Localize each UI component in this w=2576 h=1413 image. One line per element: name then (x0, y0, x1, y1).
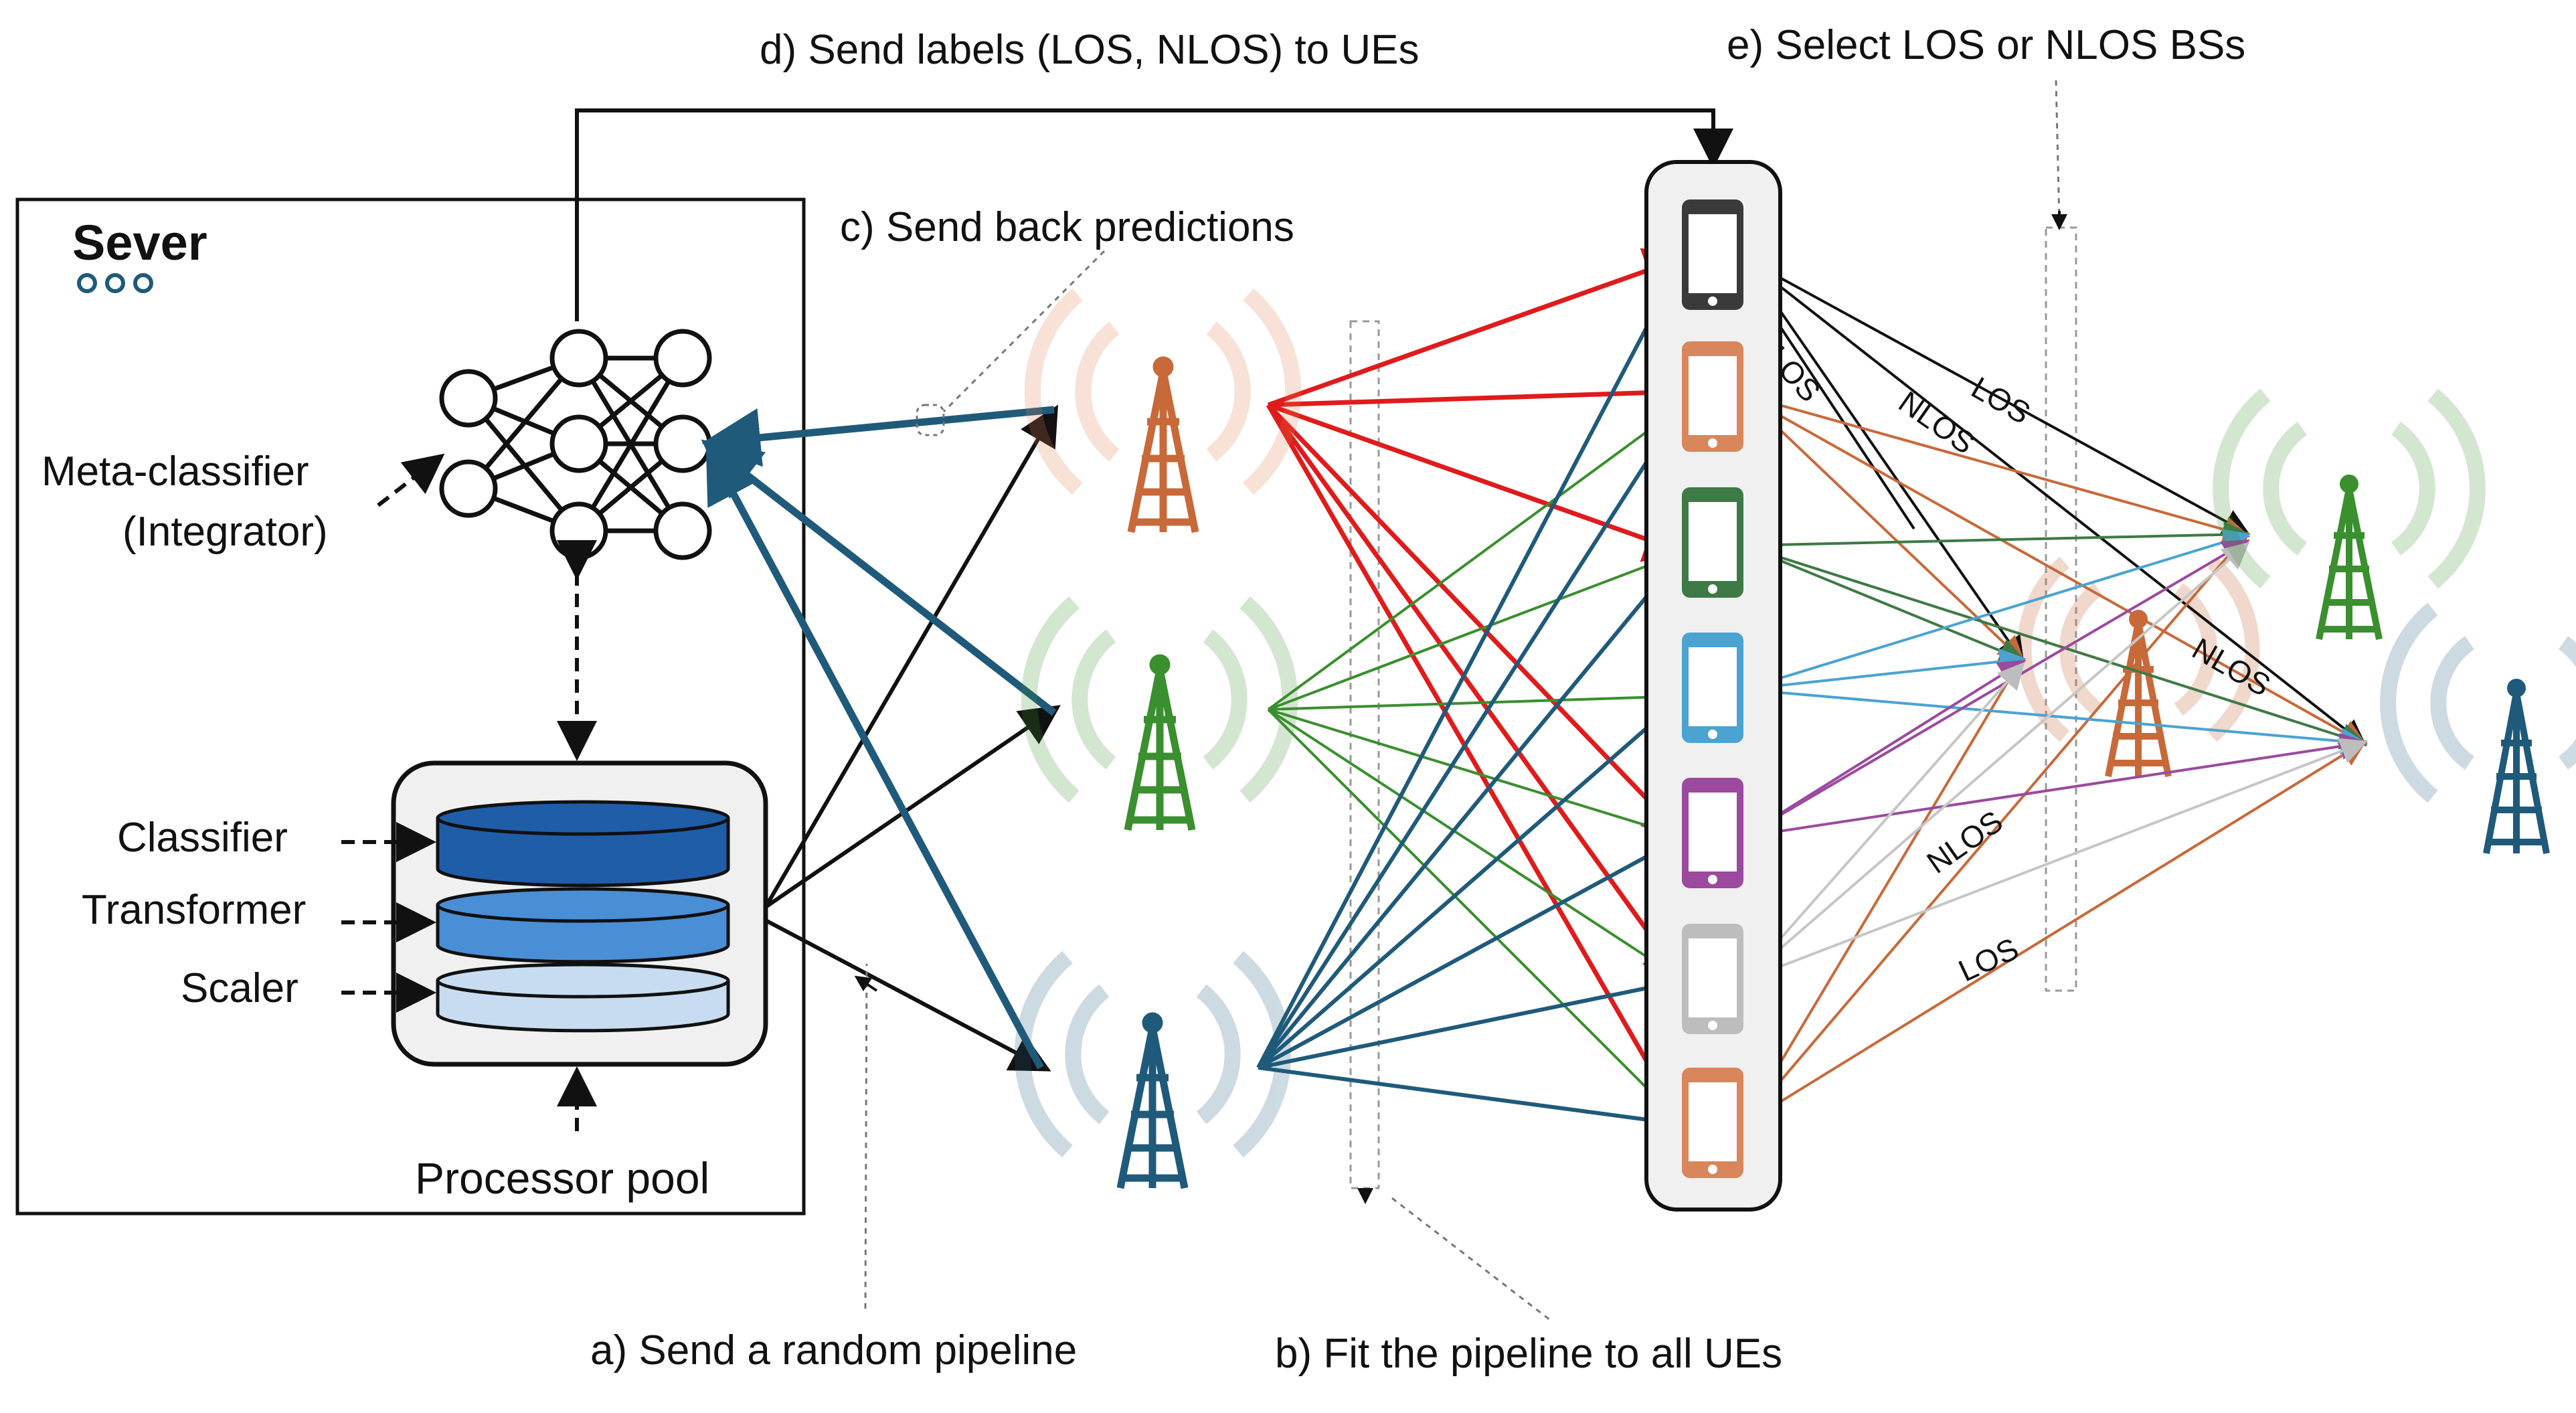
step-c-label: c) Send back predictions (840, 204, 1294, 250)
processor-pool-label: Processor pool (415, 1153, 709, 1203)
server-dots-icon (77, 273, 153, 293)
cell-tower-icon (1124, 654, 1196, 831)
smartphone-icon (1682, 487, 1743, 598)
step-b-bar (1349, 320, 1380, 1189)
cell-tower-icon (2213, 388, 2486, 589)
step-a-label: a) Send a random pipeline (590, 1327, 1077, 1374)
cell-tower-icon (2380, 602, 2576, 803)
cell-tower-icon (1014, 950, 1292, 1158)
link-label-los: LOS (1966, 369, 2037, 430)
ue-lightblue-links (1743, 529, 2368, 755)
step-a-pointer (864, 963, 868, 1309)
link-label-los: LOS (1953, 931, 2023, 989)
processor-pool (391, 760, 768, 1067)
meta-classifier-label: Meta-classifier (41, 448, 309, 495)
ue-grey-links (1742, 542, 2368, 982)
step-b-pointer (1391, 1197, 1553, 1323)
smartphone-icon (1682, 341, 1743, 452)
smartphone-icon (1682, 778, 1743, 888)
step-e-pointer (2055, 80, 2061, 222)
cell-tower-icon (1021, 596, 1298, 803)
meta-classifier-pointer (377, 453, 445, 507)
cell-tower-icon (1024, 288, 1302, 495)
step-d-label: d) Send labels (LOS, NLOS) to UEs (760, 27, 1420, 73)
ue-purple-links (1742, 539, 2368, 838)
transformer-label: Transformer (82, 887, 306, 933)
step-b-label: b) Fit the pipeline to all UEs (1275, 1331, 1782, 1377)
orange-tower-links (1266, 248, 1693, 1133)
cell-tower-icon (2483, 679, 2550, 854)
smartphone-icon (1682, 633, 1743, 743)
integrator-label: (Integrator) (122, 509, 328, 555)
cell-tower-icon (1127, 356, 1199, 533)
cell-tower-icon (2316, 475, 2383, 640)
labels-to-ues-arrow (575, 108, 1733, 321)
server-panel: Sever (15, 197, 806, 1216)
cell-tower-icon (1116, 1012, 1189, 1189)
smartphone-icon (1682, 199, 1743, 310)
ue-orange-links (1742, 394, 2367, 1126)
smartphone-icon (1682, 1068, 1743, 1178)
classifier-label: Classifier (117, 815, 288, 861)
blue-tower-links (1256, 250, 1691, 1138)
step-e-label: e) Select LOS or NLOS BSs (1727, 22, 2245, 68)
ue-green-links (1743, 521, 2368, 750)
pipeline-arrows (764, 404, 1061, 1072)
ue-black-links (1742, 256, 2367, 746)
server-title: Sever (72, 215, 207, 270)
prediction-arrows (701, 406, 1057, 1070)
green-tower-links (1267, 402, 1689, 1129)
neural-network-icon (439, 329, 712, 560)
scaler-label: Scaler (181, 965, 298, 1011)
smartphone-icon (1682, 924, 1743, 1034)
